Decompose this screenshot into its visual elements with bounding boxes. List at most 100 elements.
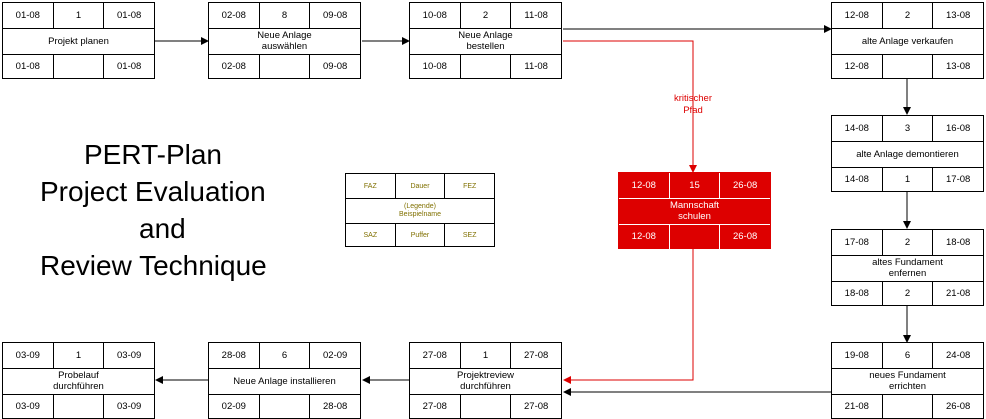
node-dauer: 8 [258, 3, 310, 28]
legend-line-2: Beispielname [398, 210, 442, 218]
node-name: alte Anlage verkaufen [861, 35, 954, 47]
legend-saz: SAZ [363, 231, 378, 239]
node-puffer [881, 394, 933, 419]
node-puffer [459, 394, 511, 419]
node-sez: 27-08 [510, 394, 561, 419]
legend-faz: FAZ [363, 182, 377, 190]
node-fez: 18-08 [932, 230, 983, 255]
legend-line-1: (Legende) [404, 202, 436, 210]
node-dauer: 3 [881, 116, 933, 141]
node-fez: 02-09 [309, 343, 360, 368]
node-sez: 03-09 [103, 394, 154, 419]
node-name2: durchführen [460, 381, 511, 392]
node-fez: 01-08 [103, 3, 154, 28]
node-dauer: 1 [52, 3, 104, 28]
node-dauer: 2 [459, 3, 511, 28]
node-sez: 26-08 [719, 224, 770, 249]
diagram-title: PERT-Plan Project Evaluation and Review … [40, 136, 292, 284]
legend-fez: FEZ [444, 174, 494, 198]
node-puffer [258, 394, 310, 419]
node-fez: 13-08 [932, 3, 983, 28]
node-saz: 21-08 [844, 401, 869, 412]
node-saz: 12-08 [844, 61, 869, 72]
edge-bestellen-mannschaft [563, 40, 697, 173]
node-saz: 10-08 [422, 61, 447, 72]
node-name: altes Fundament [872, 257, 943, 268]
node-faz: 14-08 [844, 123, 869, 134]
node-puffer [668, 224, 720, 249]
node-sez: 26-08 [932, 394, 983, 419]
node-fez: 09-08 [309, 3, 360, 28]
node-puffer: 1 [881, 167, 933, 192]
legend-box: FAZ Dauer FEZ (Legende) Beispielname SAZ… [345, 173, 495, 247]
node-name: Projektreview [456, 370, 515, 381]
node-sez: 17-08 [932, 167, 983, 192]
title-line-4: Review Technique [40, 250, 267, 281]
node-name2: durchführen [53, 381, 104, 392]
node-sez: 09-08 [309, 54, 360, 79]
node-faz: 01-08 [15, 10, 40, 21]
node-dauer: 2 [881, 3, 933, 28]
node-name2: schulen [678, 211, 711, 222]
node-faz: 12-08 [631, 180, 656, 191]
node-faz: 19-08 [844, 350, 869, 361]
node-saz: 03-09 [15, 401, 40, 412]
node-sez: 11-08 [510, 54, 561, 79]
node-faz: 27-08 [422, 350, 447, 361]
legend-sez: SEZ [444, 223, 494, 247]
node-sez: 21-08 [932, 281, 983, 306]
node-dauer: 1 [459, 343, 511, 368]
node-line1: kritischer [673, 93, 712, 104]
node-line2: Pfad [683, 105, 703, 116]
node-sez: 13-08 [932, 54, 983, 79]
node-puffer [459, 54, 511, 79]
node-faz: 12-08 [844, 10, 869, 21]
node-fez: 03-09 [103, 343, 154, 368]
node-name2: auswählen [261, 41, 308, 52]
node-puffer [881, 54, 933, 79]
node-faz: 02-08 [221, 10, 246, 21]
node-dauer: 15 [668, 173, 720, 198]
node-name: neues Fundament [869, 370, 946, 381]
node-name: Neue Anlage [257, 30, 312, 41]
edge-mannschaft-review [563, 249, 694, 384]
node-name2: errichten [889, 381, 926, 392]
node-name: alte Anlage demontieren [856, 148, 959, 160]
node-name: Projekt planen [48, 35, 109, 47]
node-puffer: 2 [881, 281, 933, 306]
node-fez: 11-08 [510, 3, 561, 28]
node-faz: 03-09 [15, 350, 40, 361]
node-faz: 17-08 [844, 237, 869, 248]
node-fez: 24-08 [932, 343, 983, 368]
node-dauer: 2 [881, 230, 933, 255]
node-fez: 26-08 [719, 173, 770, 198]
node-puffer [52, 54, 104, 79]
node-faz: 28-08 [221, 350, 246, 361]
node-saz: 14-08 [844, 174, 869, 185]
node-saz: 01-08 [15, 61, 40, 72]
node-name: Probelauf [58, 370, 99, 381]
node-name2: bestellen [466, 41, 505, 52]
node-saz: 18-08 [844, 288, 869, 299]
node-name: Neue Anlage [458, 30, 513, 41]
node-sez: 28-08 [309, 394, 360, 419]
node-dauer: 1 [52, 343, 104, 368]
node-fez: 16-08 [932, 116, 983, 141]
node-saz: 02-09 [221, 401, 246, 412]
title-line-2: Project Evaluation [40, 176, 266, 207]
node-faz: 10-08 [422, 10, 447, 21]
node-saz: 12-08 [631, 231, 656, 242]
node-name: Mannschaft [669, 200, 720, 211]
node-sez: 01-08 [103, 54, 154, 79]
